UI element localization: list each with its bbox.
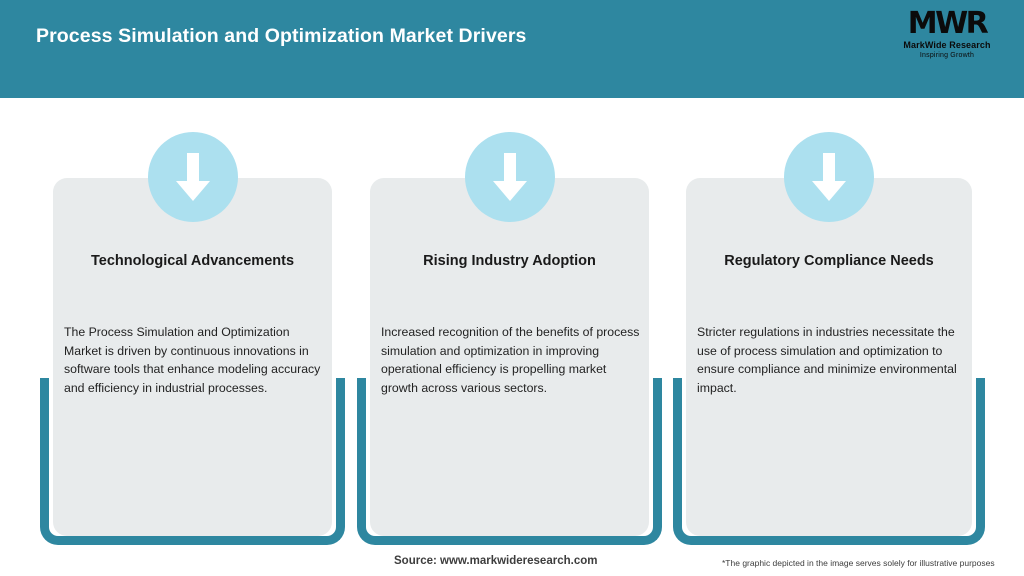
card-heading-1: Technological Advancements bbox=[90, 253, 295, 269]
page-title: Process Simulation and Optimization Mark… bbox=[36, 25, 527, 47]
drivers-card-group: Technological Advancements The Process S… bbox=[0, 98, 1024, 548]
card-heading-2: Rising Industry Adoption bbox=[423, 253, 596, 269]
brand-logo: MWR MarkWide Research Inspiring Growth bbox=[888, 8, 1006, 64]
driver-card-2: Rising Industry Adoption Increased recog… bbox=[357, 98, 662, 548]
card-accent-frame-1 bbox=[40, 378, 345, 545]
card-heading-3: Regulatory Compliance Needs bbox=[724, 253, 934, 269]
card-surface-3 bbox=[686, 178, 972, 536]
logo-tagline: Inspiring Growth bbox=[919, 52, 975, 59]
driver-card-1: Technological Advancements The Process S… bbox=[40, 98, 345, 548]
down-arrow-icon bbox=[147, 132, 238, 222]
logo-mark-text: MWR bbox=[907, 6, 989, 41]
card-body-text-3: Stricter regulations in industries neces… bbox=[697, 325, 957, 395]
card-body-text-2: Increased recognition of the benefits of… bbox=[381, 325, 640, 395]
down-arrow-icon bbox=[784, 132, 874, 222]
card-surface-1 bbox=[53, 178, 332, 536]
card-body-text-1: The Process Simulation and Optimization … bbox=[64, 325, 321, 395]
footer: Source: www.markwideresearch.com *The gr… bbox=[0, 548, 1024, 576]
logo-company-name: MarkWide Research bbox=[903, 40, 991, 50]
source-label: Source: www.markwideresearch.com bbox=[394, 555, 598, 567]
disclaimer-label: *The graphic depicted in the image serve… bbox=[722, 558, 995, 568]
driver-card-3: Regulatory Compliance Needs Stricter reg… bbox=[673, 98, 985, 548]
card-accent-frame-2 bbox=[357, 378, 662, 545]
card-surface-2 bbox=[370, 178, 649, 536]
header-bar: Process Simulation and Optimization Mark… bbox=[0, 0, 1024, 98]
card-accent-frame-3 bbox=[673, 378, 985, 545]
down-arrow-icon bbox=[464, 132, 555, 222]
